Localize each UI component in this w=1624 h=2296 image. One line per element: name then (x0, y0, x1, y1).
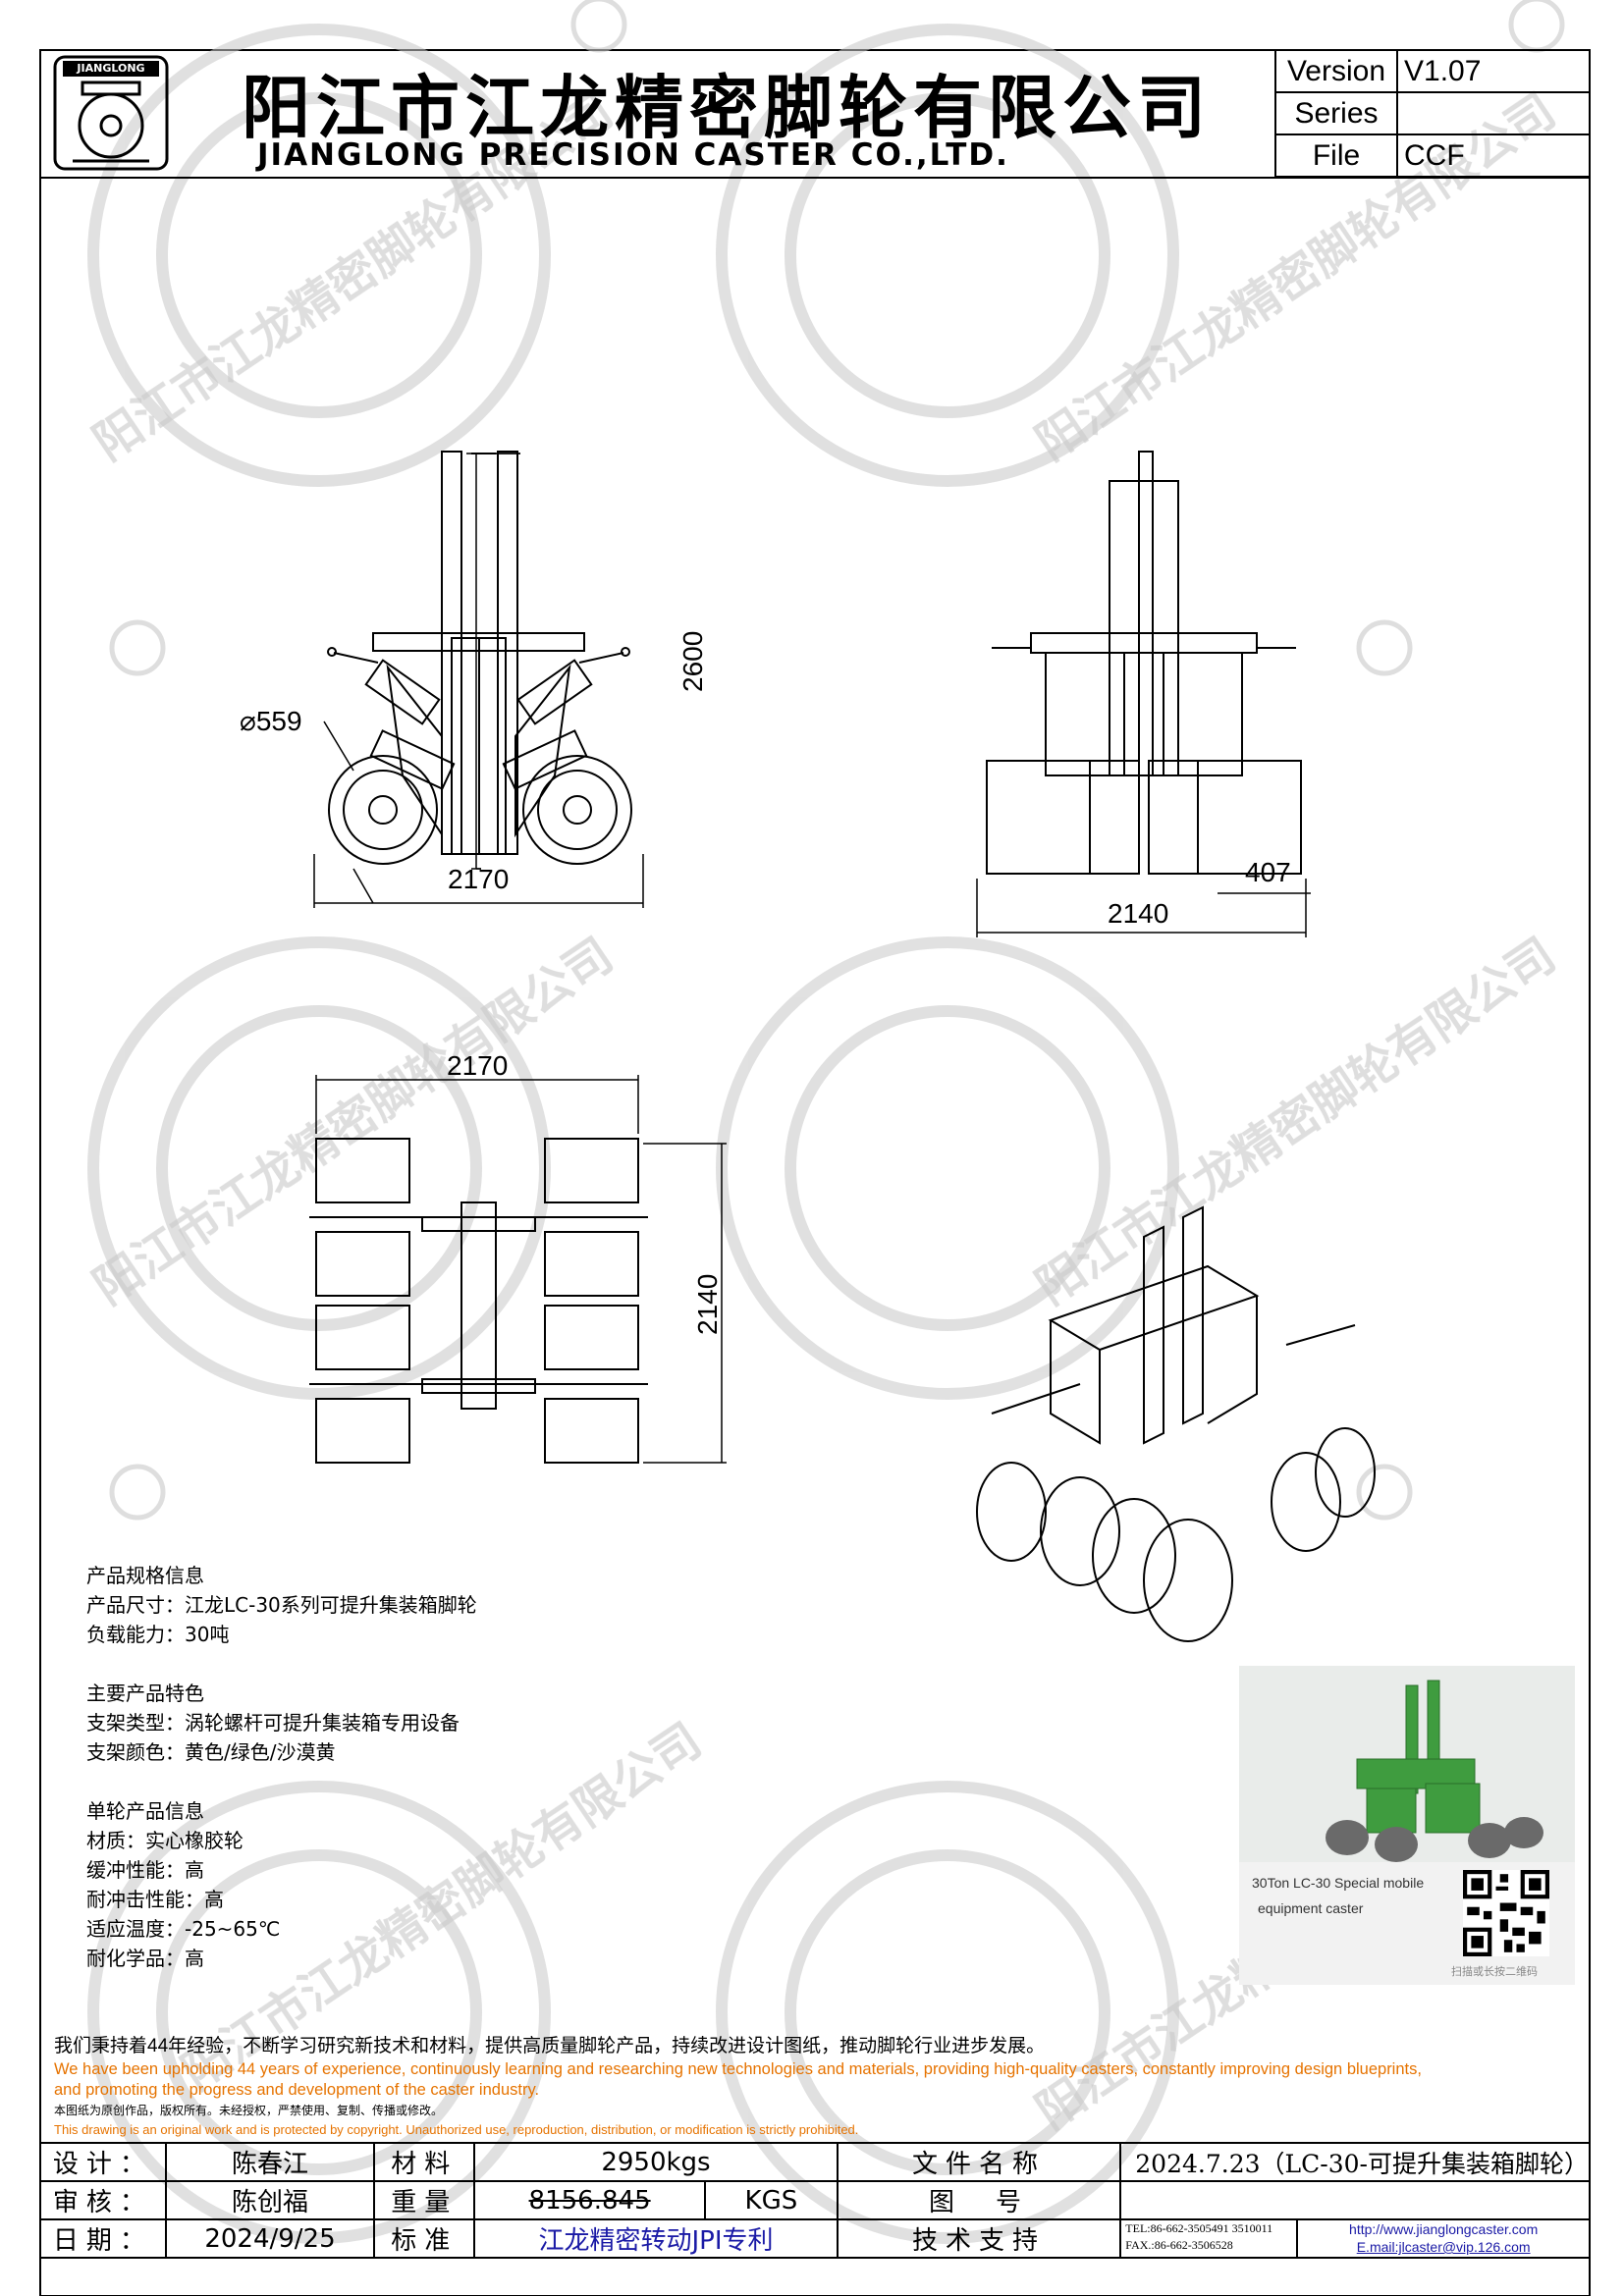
spec-section-wheel-info: 单轮产品信息 材质：实心橡胶轮 缓冲性能：高 耐冲击性能：高 适应温度：-25~… (86, 1796, 477, 1973)
website-link[interactable]: http://www.jianglongcaster.com (1349, 2221, 1539, 2237)
dim-top-width: 2170 (447, 1050, 509, 1081)
title-block-footer: 设计： 陈春江 材料 2950kgs 文件名称 2024.7.23（LC-30-… (39, 2142, 1591, 2259)
weight-unit: KGS (704, 2180, 839, 2220)
figno-label: 图 号 (836, 2180, 1122, 2220)
spec-line: 支架类型：涡轮螺杆可提升集装箱专用设备 (86, 1711, 460, 1735)
version-value: V1.07 (1396, 49, 1591, 93)
standard-value: 江龙精密转动JPI专利 (473, 2218, 839, 2259)
statement-en-line2: and promoting the progress and developme… (54, 2081, 540, 2099)
spec-section-product-info: 产品规格信息 产品尺寸：江龙LC-30系列可提升集装箱脚轮 负载能力：30吨 (86, 1561, 477, 1649)
filename-value: 2024.7.23（LC-30-可提升集装箱脚轮） (1119, 2142, 1591, 2182)
spec-line: 耐冲击性能：高 (86, 1888, 224, 1911)
top-view-drawing (309, 1075, 727, 1464)
qr-caption: 扫描或长按二维码 (1451, 1965, 1538, 1978)
filename-label: 文件名称 (836, 2142, 1122, 2182)
product-specs: 产品规格信息 产品尺寸：江龙LC-30系列可提升集装箱脚轮 负载能力：30吨 主… (86, 1561, 477, 2002)
spec-line: 适应温度：-25~65℃ (86, 1917, 281, 1941)
copyright-cn: 本图纸为原创作品，版权所有。未经授权，严禁使用、复制、传播或修改。 (54, 2104, 444, 2117)
reviewer-value: 陈创福 (164, 2180, 376, 2220)
dim-top-depth: 2140 (692, 1273, 723, 1335)
company-name-cn: 阳江市江龙精密脚轮有限公司 (242, 68, 1212, 148)
design-label: 设计： (39, 2142, 167, 2182)
company-name-en: JIANGLONG PRECISION CASTER CO.,LTD. (257, 137, 1009, 173)
company-statement: 我们秉持着44年经验，不断学习研究新技术和材料，提供高质量脚轮产品，持续改进设计… (54, 2034, 1586, 2140)
date-value: 2024/9/25 (164, 2218, 376, 2259)
email-link[interactable]: E.mail:jlcaster@vip.126.com (1356, 2239, 1531, 2255)
side-view-drawing (976, 451, 1311, 937)
spec-line: 支架颜色：黄色/绿色/沙漠黄 (86, 1740, 336, 1764)
qr-code-icon[interactable] (1463, 1870, 1549, 1956)
spec-line: 缓冲性能：高 (86, 1858, 204, 1882)
statement-en-line1: We have been upholding 44 years of exper… (54, 2060, 1422, 2078)
company-logo: JIANGLONG (53, 55, 169, 171)
file-value: CCF (1396, 133, 1591, 178)
figno-value (1119, 2180, 1591, 2220)
dim-front-height: 2600 (677, 630, 708, 692)
support-label: 技术支持 (836, 2218, 1122, 2259)
fax-text: FAX.:86-662-3506528 (1125, 2238, 1233, 2252)
spec-line: 产品尺寸：江龙LC-30系列可提升集装箱脚轮 (86, 1593, 477, 1617)
series-value (1396, 91, 1591, 135)
date-label: 日期： (39, 2218, 167, 2259)
dim-side-width: 2140 (1108, 898, 1169, 929)
spec-section-features: 主要产品特色 支架类型：涡轮螺杆可提升集装箱专用设备 支架颜色：黄色/绿色/沙漠… (86, 1679, 477, 1767)
spec-section-title: 产品规格信息 (86, 1564, 204, 1587)
dim-front-width: 2170 (448, 864, 510, 894)
dim-side-offset: 407 (1245, 857, 1291, 887)
logo-text: JIANGLONG (77, 62, 145, 75)
render-caption-line1: 30Ton LC-30 Special mobile (1252, 1875, 1425, 1891)
designer-value: 陈春江 (164, 2142, 376, 2182)
isometric-view-drawing (976, 1205, 1376, 1642)
product-render-image (1239, 1666, 1575, 1985)
front-view-drawing (313, 451, 644, 908)
spec-line: 材质：实心橡胶轮 (86, 1829, 244, 1852)
spec-line: 负载能力：30吨 (86, 1623, 230, 1646)
weight-value: 8156.845 (473, 2180, 706, 2220)
spec-section-title: 主要产品特色 (86, 1682, 204, 1705)
copyright-en: This drawing is an original work and is … (54, 2122, 859, 2137)
weight-label: 重量 (373, 2180, 476, 2220)
statement-cn: 我们秉持着44年经验，不断学习研究新技术和材料，提供高质量脚轮产品，持续改进设计… (54, 2036, 1046, 2056)
title-block-header: JIANGLONG 阳江市江龙精密脚轮有限公司 JIANGLONG PRECIS… (39, 49, 1591, 179)
tel-text: TEL:86-662-3505491 3510011 (1125, 2221, 1273, 2235)
standard-label: 标准 (373, 2218, 476, 2259)
file-label: File (1274, 133, 1398, 178)
review-label: 审核： (39, 2180, 167, 2220)
spec-section-title: 单轮产品信息 (86, 1799, 204, 1823)
version-label: Version (1274, 49, 1398, 93)
weight-number: 8156.845 (528, 2185, 651, 2216)
spec-line: 耐化学品：高 (86, 1947, 204, 1970)
material-value: 2950kgs (473, 2142, 839, 2182)
support-contact: TEL:86-662-3505491 3510011 FAX.:86-662-3… (1119, 2218, 1591, 2259)
material-label: 材料 (373, 2142, 476, 2182)
render-caption-line2: equipment caster (1258, 1900, 1364, 1916)
dim-wheel-diameter: ⌀559 (240, 706, 302, 736)
series-label: Series (1274, 91, 1398, 135)
